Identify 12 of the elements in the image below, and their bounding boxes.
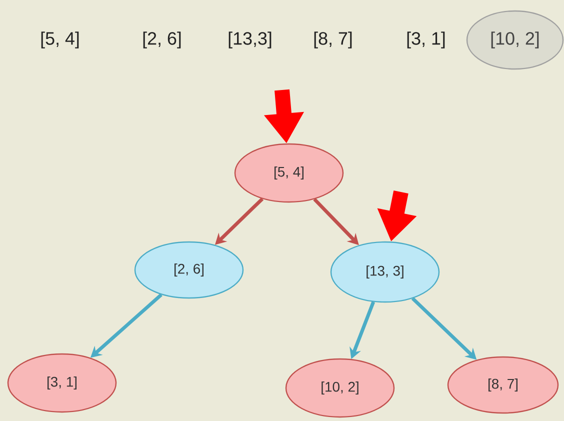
label: [5, 4] bbox=[41, 32, 79, 48]
tree-node: [8, 7] bbox=[447, 356, 559, 414]
tree-node: [5, 4] bbox=[234, 143, 344, 203]
label: [3, 1] bbox=[407, 32, 445, 48]
tree-node: [13, 3] bbox=[330, 241, 440, 303]
label: [8, 7] bbox=[314, 32, 352, 48]
label: [2, 6] bbox=[143, 32, 181, 48]
tree-node: [3, 1] bbox=[7, 353, 117, 413]
tree-node: [2, 6] bbox=[134, 241, 244, 299]
ellipse-node: [10, 2] bbox=[466, 10, 564, 70]
tree-node: [10, 2] bbox=[285, 358, 395, 418]
label: [13,3] bbox=[228, 32, 272, 48]
